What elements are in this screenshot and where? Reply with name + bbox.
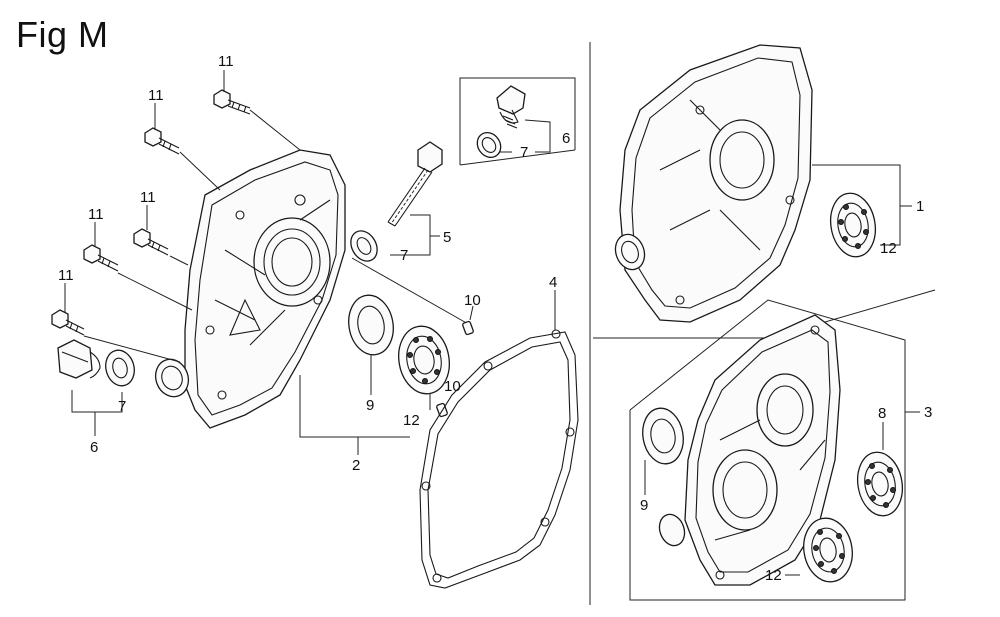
callout-9-left: 9 [366, 397, 374, 414]
callout-6-left: 6 [90, 439, 98, 456]
callout-10-a: 10 [464, 292, 481, 309]
callout-2: 2 [352, 457, 360, 474]
callout-1: 1 [916, 198, 924, 215]
callout-12-left: 12 [403, 412, 420, 429]
callout-7-dipstick: 7 [400, 247, 408, 264]
callout-11-b: 11 [148, 87, 164, 104]
callout-12-right-bottom: 12 [765, 567, 782, 584]
figure-title: Fig M [16, 14, 109, 55]
bearing-8 [856, 451, 904, 517]
bracket-2 [299, 375, 410, 438]
callout-11-d: 11 [88, 206, 104, 223]
crankcase-cover-assembly-1 [614, 44, 813, 323]
callout-8: 8 [878, 405, 886, 422]
inset-washer [476, 131, 502, 159]
oil-seal-9-right [642, 407, 684, 465]
dowel-pin-10-a [462, 320, 474, 336]
bracket-5-7 [390, 214, 431, 256]
callout-11-c: 11 [140, 189, 156, 206]
bolt-11-a [213, 89, 251, 115]
inset-plug [496, 85, 526, 129]
gasket-4 [419, 329, 579, 589]
drain-plug-left [57, 339, 101, 379]
bearing-12-right-top [829, 192, 877, 258]
inset-box [459, 77, 576, 166]
bolt-11-d [83, 244, 119, 272]
callout-10-b: 10 [444, 378, 461, 395]
assembly-box-3 [629, 299, 920, 601]
oil-seal-9-left [348, 294, 394, 356]
callout-7-left: 7 [118, 398, 126, 415]
seal-7-dipstick [350, 230, 378, 262]
bearing-12-left [398, 325, 450, 395]
crankcase-cover-assembly-3 [658, 314, 841, 586]
callout-7-inset: 7 [520, 144, 528, 161]
callout-3: 3 [924, 404, 932, 421]
dipstick-5 [387, 141, 443, 227]
callout-12-right-top: 12 [880, 240, 897, 257]
callout-11-a: 11 [218, 53, 234, 70]
crankcase-cover-left [154, 149, 346, 429]
bracket-1 [812, 164, 901, 246]
bolt-leaders [64, 70, 301, 363]
bracket-6-7-left [71, 390, 123, 413]
bolt-11-c [133, 228, 169, 256]
callout-11-e: 11 [58, 267, 74, 284]
callout-4: 4 [549, 274, 557, 291]
callout-5: 5 [443, 229, 451, 246]
callout-labels: 11 11 11 11 11 7 6 5 7 10 10 9 12 2 4 6 … [58, 53, 932, 584]
washer-7-left [105, 349, 135, 387]
bolt-11-b [144, 127, 180, 155]
bearing-12-right-bottom [803, 517, 853, 583]
bolt-11-e [51, 309, 85, 336]
callout-6-inset: 6 [562, 130, 570, 147]
callout-9-right: 9 [640, 497, 648, 514]
